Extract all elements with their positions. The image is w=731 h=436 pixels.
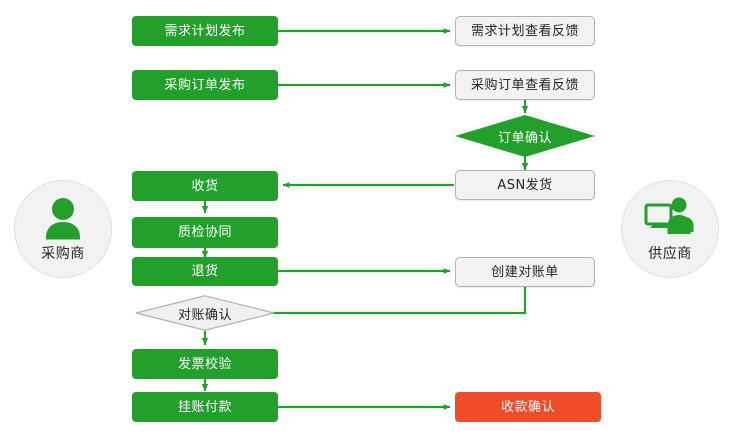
node-label: 收货 [191, 178, 219, 194]
actor-supplier-label: 供应商 [648, 245, 692, 262]
diamond-shape [455, 115, 595, 157]
node-return-goods[interactable]: 退货 [132, 257, 278, 286]
node-create-reconciliation[interactable]: 创建对账单 [455, 257, 595, 287]
actor-buyer[interactable]: 采购商 [14, 180, 112, 278]
node-asn-shipment[interactable]: ASN发货 [455, 170, 595, 200]
node-reconciliation-confirm[interactable]: 对账确认 [135, 295, 275, 331]
node-purchase-order-publish[interactable]: 采购订单发布 [132, 70, 278, 100]
node-order-confirm[interactable]: 订单确认 [455, 115, 595, 157]
actor-buyer-label: 采购商 [41, 245, 85, 262]
node-label: ASN发货 [497, 177, 553, 193]
node-label: 质检协同 [177, 225, 232, 240]
node-quality-inspection[interactable]: 质检协同 [132, 217, 278, 248]
person-at-computer-icon [644, 197, 694, 234]
node-label: 退货 [191, 264, 219, 279]
node-label: 需求计划发布 [164, 23, 246, 39]
node-payable-payment[interactable]: 挂账付款 [132, 392, 278, 422]
node-label: 采购订单发布 [164, 77, 246, 93]
node-demand-plan-view-feedback[interactable]: 需求计划查看反馈 [455, 16, 595, 46]
node-receive-goods[interactable]: 收货 [132, 171, 278, 201]
node-label: 需求计划查看反馈 [470, 23, 579, 39]
node-label: 创建对账单 [491, 264, 559, 280]
node-invoice-verification[interactable]: 发票校验 [132, 349, 278, 379]
node-demand-plan-publish[interactable]: 需求计划发布 [132, 16, 278, 46]
node-payment-receipt-confirm[interactable]: 收款确认 [455, 392, 601, 422]
node-purchase-order-view-feedback[interactable]: 采购订单查看反馈 [455, 70, 595, 100]
node-label: 采购订单查看反馈 [470, 77, 579, 93]
node-label: 挂账付款 [177, 399, 232, 415]
node-label: 订单确认 [497, 130, 552, 146]
actor-supplier[interactable]: 供应商 [621, 180, 719, 278]
person-icon [46, 197, 80, 239]
diamond-shape [135, 295, 275, 331]
node-label: 对账确认 [177, 307, 232, 323]
edge-n10-n11 [249, 287, 527, 316]
node-label: 发票校验 [177, 356, 232, 372]
node-label: 收款确认 [500, 399, 555, 415]
